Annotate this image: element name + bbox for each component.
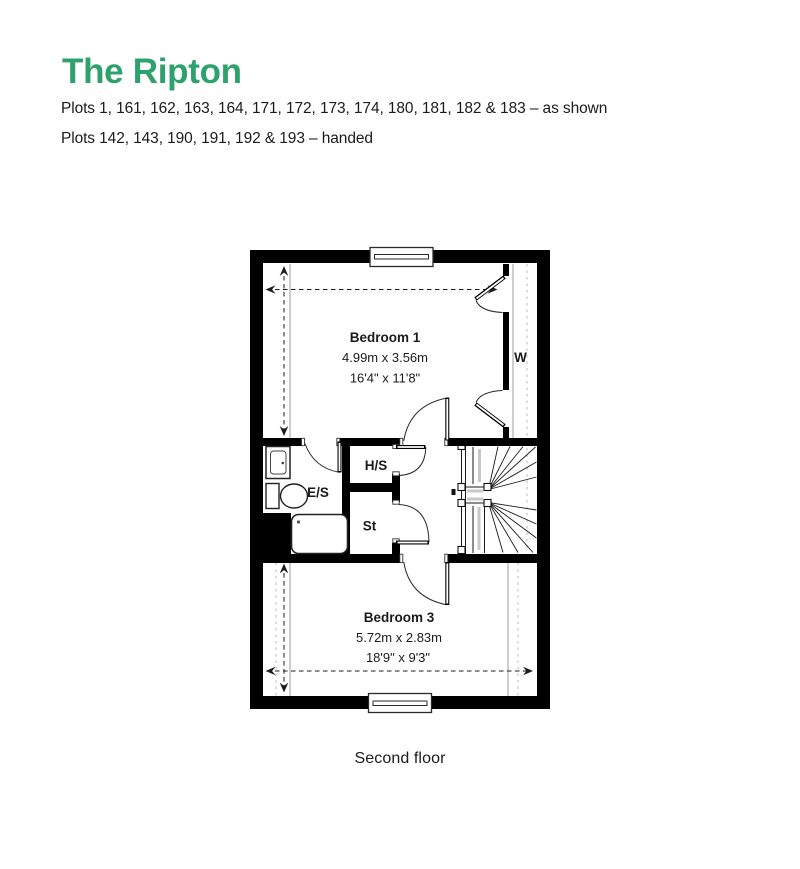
toilet — [265, 482, 309, 510]
stair-winder-treads-bottom — [488, 502, 537, 553]
window-top — [369, 246, 434, 268]
store-label: St — [363, 519, 377, 534]
door-bedroom1 — [399, 397, 450, 447]
bedroom1-size-metric: 4.99m x 3.56m — [342, 350, 428, 365]
wardrobe-front-jamb-bottom — [503, 427, 509, 438]
sink — [265, 445, 291, 480]
window-bottom — [367, 692, 433, 714]
shower — [290, 513, 349, 555]
bedroom3-size-imperial: 18'9" x 9'3" — [366, 650, 430, 665]
bedroom3-name: Bedroom 3 — [364, 610, 435, 625]
plots-as-shown-text: Plots 1, 161, 162, 163, 164, 171, 172, 1… — [61, 100, 608, 117]
bedroom1-size-imperial: 16'4" x 11'8" — [350, 371, 421, 386]
door-hs-cupboard — [392, 444, 427, 477]
door-bedroom3 — [399, 553, 450, 606]
stair-winder-treads-top — [488, 446, 537, 490]
door-ensuite — [301, 437, 342, 473]
plots-handed-text: Plots 142, 143, 190, 191, 192 & 193 – ha… — [61, 130, 373, 147]
door-wardrobe-bottom — [474, 390, 506, 428]
dimension-lines — [265, 266, 533, 693]
wardrobe-front-bar — [503, 312, 509, 390]
door-wardrobe-top — [474, 275, 506, 313]
outer-walls — [250, 250, 550, 709]
staircase — [451, 441, 537, 555]
door-store — [392, 499, 430, 545]
room-labels: Bedroom 1 4.99m x 3.56m 16'4" x 11'8" Be… — [307, 330, 527, 665]
ensuite-label: E/S — [307, 485, 329, 500]
interior-walls — [263, 264, 537, 563]
hs-cupboard-label: H/S — [365, 458, 388, 473]
bedroom1-name: Bedroom 1 — [350, 330, 421, 345]
wardrobe-label: W — [514, 350, 527, 365]
guide-lines — [275, 264, 528, 696]
floor-caption: Second floor — [354, 750, 446, 767]
page-title: The Ripton — [62, 52, 242, 91]
wardrobe-front-jamb-top — [503, 264, 509, 276]
bedroom3-size-metric: 5.72m x 2.83m — [356, 630, 442, 645]
